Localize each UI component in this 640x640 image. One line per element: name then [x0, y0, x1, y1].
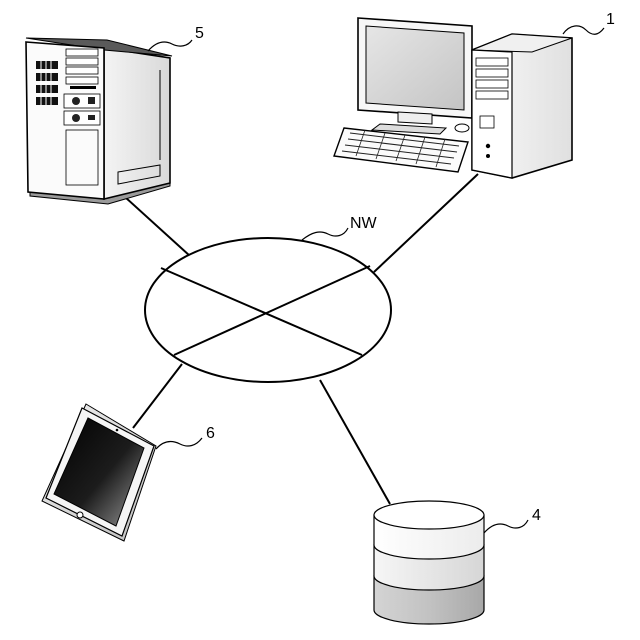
- wire-server: [125, 197, 190, 256]
- desktop-computer-icon: [334, 18, 572, 178]
- network-label: NW: [350, 215, 378, 232]
- tablet-device-icon: [42, 404, 156, 541]
- computer-label: 1: [606, 11, 615, 28]
- tower-server-icon: [26, 38, 172, 204]
- server-label: 5: [195, 25, 204, 42]
- database-cylinder-icon: [374, 501, 484, 624]
- database-label: 4: [532, 507, 541, 524]
- network-ellipse: [145, 238, 391, 382]
- tablet-label: 6: [206, 425, 215, 442]
- wire-database: [320, 380, 390, 504]
- wire-computer: [374, 174, 478, 272]
- wire-tablet: [133, 364, 182, 428]
